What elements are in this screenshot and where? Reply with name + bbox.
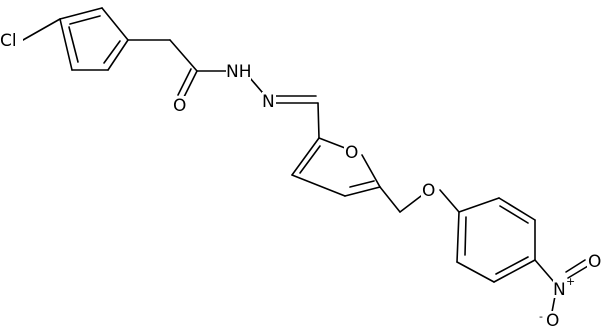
hydrazide-nh-label: NH xyxy=(226,62,252,82)
chlorophenyl-ring xyxy=(22,7,129,71)
methyleneoxy-linkage xyxy=(379,186,460,213)
atom-labels: Cl O NH N O O N + O O - xyxy=(0,31,603,331)
hydrazone-linkage xyxy=(249,77,320,139)
chlorine-label: Cl xyxy=(0,31,17,51)
furan-oxygen-label: O xyxy=(345,143,358,163)
imine-nitrogen-label: N xyxy=(262,92,275,112)
furan-ring xyxy=(291,137,381,197)
acetyl-chain xyxy=(127,39,227,98)
nitro-nitrogen-charge: + xyxy=(566,275,575,288)
nitro-group xyxy=(534,259,589,313)
nitro-oxygen-bottom-charge: - xyxy=(539,310,543,323)
nitro-oxygen-top-label: O xyxy=(588,252,601,272)
nitro-nitrogen-label: N xyxy=(553,280,566,300)
amide-oxygen-label: O xyxy=(173,96,186,116)
nitro-oxygen-bottom-label: O xyxy=(546,311,559,331)
nitrophenyl-ring xyxy=(456,197,536,283)
ether-oxygen-label: O xyxy=(422,181,435,201)
